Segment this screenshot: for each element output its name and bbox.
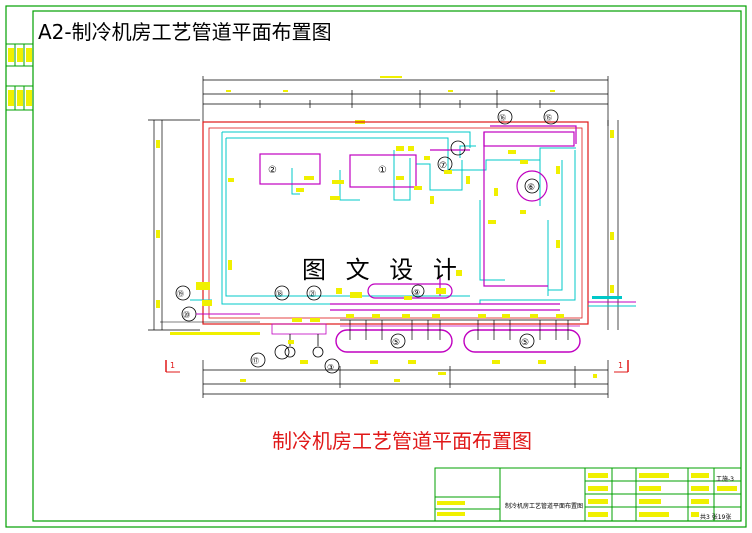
room-walls	[202, 121, 589, 325]
side-dimension-notes	[156, 130, 614, 308]
magenta-pipes	[259, 125, 577, 311]
valve-lines-lower	[340, 319, 580, 340]
tank-5-right: ⑤	[463, 329, 581, 353]
chiller-1: ①	[378, 165, 387, 176]
title-block-drawing-code: 工施-3	[716, 476, 734, 483]
equipment-15-16: ⑯ ⑮	[497, 109, 559, 125]
title-block-notes	[437, 473, 737, 517]
equipment-label-17: ⑰	[252, 357, 259, 365]
top-dimension-lines	[202, 76, 609, 126]
equipment-label-5b: ⑤	[521, 338, 529, 348]
section-mark-left-label: 1	[170, 361, 175, 370]
equipment-label-9: ⑨	[413, 288, 420, 297]
svg-text:㉑: ㉑	[309, 290, 316, 298]
bottom-dimension-lines	[202, 360, 609, 398]
title-block-drawing-name: 制冷机房工艺管道平面布置图	[505, 503, 584, 510]
pump-group-lower-left	[271, 323, 327, 360]
sheet-frame	[5, 5, 747, 528]
section-mark-right-label: 1	[618, 361, 623, 370]
equipment-label-20: ⑳	[183, 311, 190, 319]
title-block-sheet-info: 共3 张19张	[700, 514, 732, 521]
equipment-label-19: ⑲	[177, 290, 184, 298]
section-mark-right: 1	[614, 360, 629, 373]
equipment-label-2: ②	[268, 165, 277, 176]
bottom-dimension-notes	[240, 372, 597, 382]
equipment-label-15: ⑮	[545, 114, 552, 122]
equipment-label-1: ①	[378, 165, 387, 176]
cyan-pipes	[221, 131, 576, 305]
side-dimension-lines	[148, 119, 619, 331]
equipment-label-7: ⑦	[439, 161, 447, 171]
components-18-21: ⑱ ㉑	[274, 285, 322, 301]
annotation-marks	[170, 146, 564, 364]
chiller-2: ②	[268, 165, 277, 176]
equipment-17: ⑰	[250, 352, 266, 368]
equipment-label-18: ⑱	[276, 290, 283, 298]
section-mark-left: 1	[165, 360, 180, 373]
tank-5-left: ⑤	[335, 329, 453, 353]
drawing-title: 制冷机房工艺管道平面布置图	[272, 429, 532, 453]
title-block	[434, 467, 742, 522]
tank-6: ⑥	[516, 170, 548, 202]
sheet-title: A2-制冷机房工艺管道平面布置图	[38, 20, 332, 44]
right-pipe-exit	[588, 296, 636, 307]
equipment-3: ③	[324, 358, 340, 374]
watermark: 图 文 设 计	[302, 256, 463, 284]
equipment-label-3: ③	[327, 363, 334, 372]
equipment-label-5a: ⑤	[392, 338, 400, 348]
equipment-label-16: ⑯	[499, 114, 506, 122]
equipment-label-6: ⑥	[527, 183, 535, 193]
